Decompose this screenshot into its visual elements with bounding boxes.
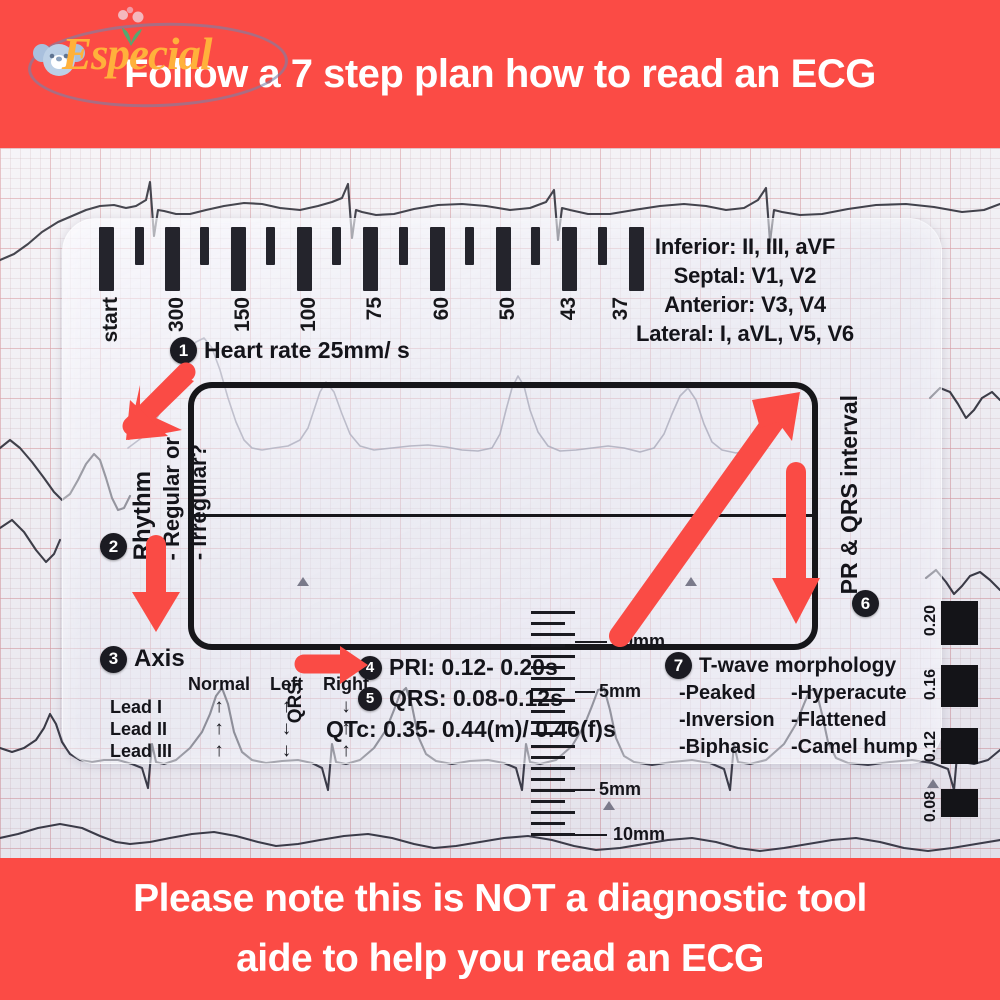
step-number-6: 6 [852,590,879,617]
hr-tick-minor [135,227,144,265]
axis-table-header-row: Normal Left Right [100,674,379,696]
marker-triangle-icon [603,801,615,810]
pri-label: PRI: 0.12- 0.20s [389,654,558,680]
bottom-banner: Please note this is NOT a diagnostic too… [0,858,1000,1000]
step-1-heart-rate: 1 Heart rate 25mm/ s [170,337,410,364]
axis-arrow-right-2: ↑ [341,718,351,739]
axis-row-lead-2: Lead II [110,719,168,739]
hr-tick-major [231,227,246,291]
qtc-label: QTc: 0.35- 0.44(m)/ 0.46(f)s [326,716,616,742]
hr-tick-major [363,227,378,291]
hr-tick-major [496,227,511,291]
table-row: Lead III ↑ ↓ ↑ [100,740,379,762]
axis-label: Axis [134,645,185,672]
heart-rate-scale: start 300 150 100 75 60 50 43 37 [63,219,943,343]
hr-tick-minor [266,227,275,265]
pr-qrs-interval-label: PR & QRS interval [836,395,862,595]
pr-value-020: 0.20 [922,605,939,637]
axis-row-lead-1: Lead I [110,697,163,717]
disclaimer-line-1: Please note this is NOT a diagnostic too… [133,877,867,920]
step-number-7: 7 [665,652,692,679]
qrs-duration-label: QRS: 0.08-0.12s [389,685,563,711]
twave-title: T-wave morphology [699,653,897,677]
intervals-block: 4 PRI: 0.12- 0.20s 5 QRS: 0.08-0.12s QTc… [326,652,616,745]
step-number-1: 1 [170,337,197,364]
twave-morphology-list: -Peaked -Hyperacute -Inversion -Flattene… [679,680,918,761]
hr-tick-minor [598,227,607,265]
rhythm-label: Rhythm [129,470,156,560]
ruler-baseline [188,514,818,517]
lead-group-anterior: Anterior: V3, V4 [664,292,826,317]
axis-arrow-normal-3: ↑ [214,740,224,761]
hr-label-60: 60 [430,297,453,321]
axis-arrow-right-3: ↑ [341,740,351,761]
top-banner: Follow a 7 step plan how to read an ECG [0,0,1000,148]
rhythm-option-regular: - Regular or [159,436,184,560]
step-2-rhythm: 2 Rhythm - Regular or - irregular? [100,420,212,560]
hr-label-start: start [99,297,122,343]
hr-tick-major [629,227,644,291]
twave-item-biphasic: -Biphasic [679,736,770,758]
mm-label-10mm-top: 10mm [613,631,666,651]
table-row: Lead II ↑ ↓ ↑ [100,718,379,740]
pr-value-008: 0.08 [922,791,939,823]
mm-label-5mm-top: 5mm [599,681,642,701]
hr-tick-minor [465,227,474,265]
hr-tick-major [562,227,577,291]
hr-label-150: 150 [231,297,254,333]
lead-group-lateral: Lateral: I, aVL, V5, V6 [636,321,854,346]
hr-label-75: 75 [363,297,386,321]
step-number-3: 3 [100,645,127,673]
step-6-badge: 6 [852,590,879,617]
step-number-2: 2 [100,533,127,560]
hr-tick-minor [399,227,408,265]
mm-label-10mm-bottom: 10mm [613,824,666,844]
marker-triangle-icon [297,577,309,586]
twave-item-inversion: -Inversion [679,709,775,731]
hr-label-43: 43 [557,297,580,321]
twave-item-camelhump: -Camel hump [791,736,918,758]
marker-triangle-icon [685,577,697,586]
axis-qrs-label: QRS [285,682,306,724]
axis-arrow-normal-1: ↑ [214,696,224,717]
hr-tick-minor [531,227,540,265]
mm-label-5mm-bottom: 5mm [599,779,642,799]
step-7-twave: 7 T-wave morphology -Peaked -Hyperacute … [665,652,918,761]
hr-tick-minor [332,227,341,265]
step-number-4: 4 [358,655,382,680]
page-title: Follow a 7 step plan how to read an ECG [124,51,876,96]
twave-item-hyperacute: -Hyperacute [791,682,907,704]
hr-label-100: 100 [297,297,320,333]
axis-arrow-left-3: ↓ [281,740,292,761]
disclaimer-line-2: aide to help you read an ECG [236,937,764,980]
lead-group-inferior: Inferior: II, III, aVF [654,234,836,259]
hr-label-50: 50 [496,297,519,321]
hr-tick-minor [200,227,209,265]
rhythm-option-irregular: - irregular? [186,443,211,560]
marker-triangle-icon [927,779,939,788]
hr-label-300: 300 [165,297,188,333]
axis-col-left: Left [270,674,304,694]
hr-tick-major [99,227,114,291]
pr-value-016: 0.16 [922,669,939,701]
pr-value-012: 0.12 [922,731,939,763]
axis-col-normal: Normal [188,674,251,694]
axis-arrow-right-1: ↓ [341,696,351,717]
axis-row-lead-3: Lead III [110,741,173,761]
twave-item-flattened: -Flattened [791,709,887,731]
hr-tick-major [430,227,445,291]
twave-item-peaked: -Peaked [679,682,756,704]
step-number-5: 5 [358,686,382,711]
axis-arrow-normal-2: ↑ [214,718,224,739]
axis-arrow-left-2: ↓ [281,718,292,739]
axis-arrow-left-1: ↑ [281,696,292,717]
lead-groups-list: Inferior: II, III, aVF Septal: V1, V2 An… [600,232,890,348]
step-5-qrs: 5 QRS: 0.08-0.12s [358,683,616,714]
step-1-label: Heart rate 25mm/ s [204,337,410,363]
hr-tick-major [165,227,180,291]
table-row: Lead I ↑ ↑ ↓ [100,696,379,718]
lead-group-septal: Septal: V1, V2 [673,263,817,288]
hr-tick-major [297,227,312,291]
step-4-pri: 4 PRI: 0.12- 0.20s [358,652,616,683]
